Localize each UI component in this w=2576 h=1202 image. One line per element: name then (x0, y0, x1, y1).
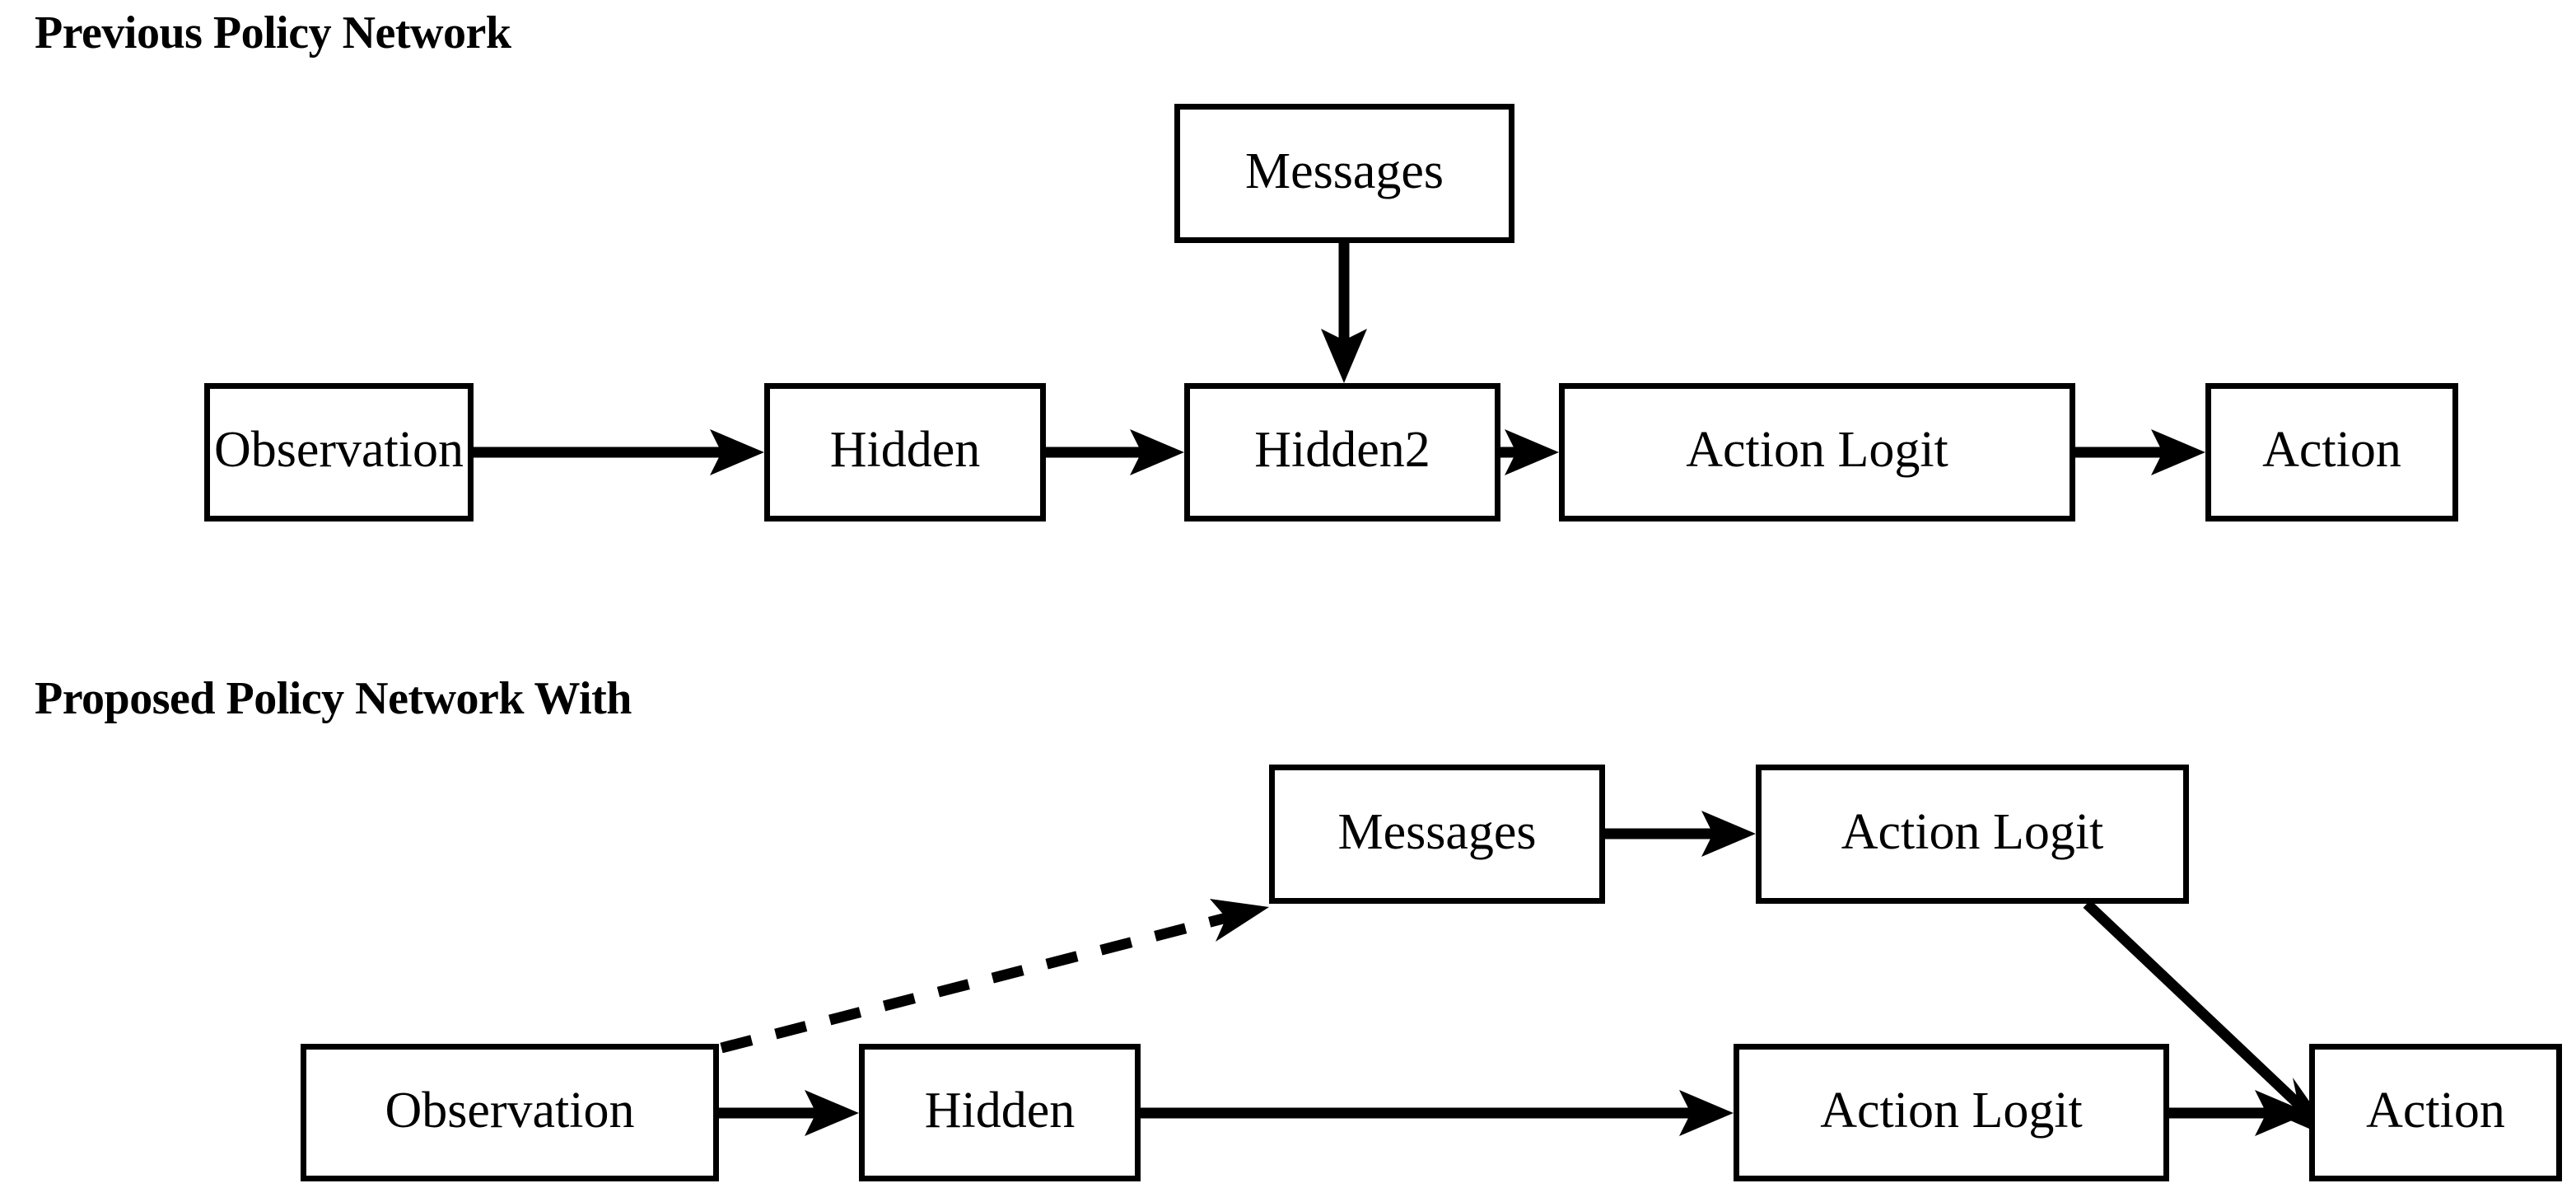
node-action-previous[interactable]: Action (2205, 383, 2458, 521)
edge-messages-to-hidden2 (1321, 243, 1367, 383)
node-label: Messages (1337, 803, 1537, 860)
section-title-previous: Previous Policy Network (35, 7, 511, 58)
edge-hidden2-to-action-logit (1500, 429, 1559, 475)
node-action-logit-previous[interactable]: Action Logit (1559, 383, 2075, 521)
edge-messages-to-action-logit-upper (1605, 811, 1756, 857)
node-action-proposed[interactable]: Action (2309, 1044, 2562, 1181)
node-observation-previous[interactable]: Observation (204, 383, 474, 521)
node-label: Action Logit (1820, 1082, 2083, 1139)
node-messages-proposed[interactable]: Messages (1269, 765, 1605, 904)
node-hidden-proposed[interactable]: Hidden (859, 1044, 1141, 1181)
edge-action-logit-to-action (2075, 429, 2205, 475)
node-label: Messages (1244, 143, 1444, 199)
node-action-logit-upper-proposed[interactable]: Action Logit (1756, 765, 2189, 904)
node-action-logit-lower-proposed[interactable]: Action Logit (1734, 1044, 2169, 1181)
node-messages-previous[interactable]: Messages (1174, 104, 1514, 243)
node-label: Action Logit (1841, 803, 2104, 860)
node-label: Action Logit (1686, 422, 1948, 478)
edge-action-logit-lower-to-action (2169, 1090, 2309, 1136)
edge-hidden-to-action-logit-lower (1141, 1090, 1734, 1136)
node-label: Action (2366, 1082, 2505, 1139)
node-label: Hidden (924, 1082, 1076, 1139)
node-label: Observation (385, 1082, 635, 1139)
section-title-proposed: Proposed Policy Network With (35, 673, 632, 724)
node-observation-proposed[interactable]: Observation (301, 1044, 719, 1181)
edge-observation-to-hidden (474, 429, 764, 475)
node-label: Observation (213, 422, 464, 478)
node-label: Hidden (829, 422, 981, 478)
edge-observation-to-hidden-2 (719, 1090, 859, 1136)
node-hidden2-previous[interactable]: Hidden2 (1184, 383, 1500, 521)
node-label: Hidden2 (1254, 422, 1430, 478)
node-label: Action (2262, 422, 2401, 478)
edge-observation-to-messages-dashed (720, 899, 1269, 1054)
edge-hidden-to-hidden2 (1046, 429, 1184, 475)
node-hidden-previous[interactable]: Hidden (764, 383, 1046, 521)
